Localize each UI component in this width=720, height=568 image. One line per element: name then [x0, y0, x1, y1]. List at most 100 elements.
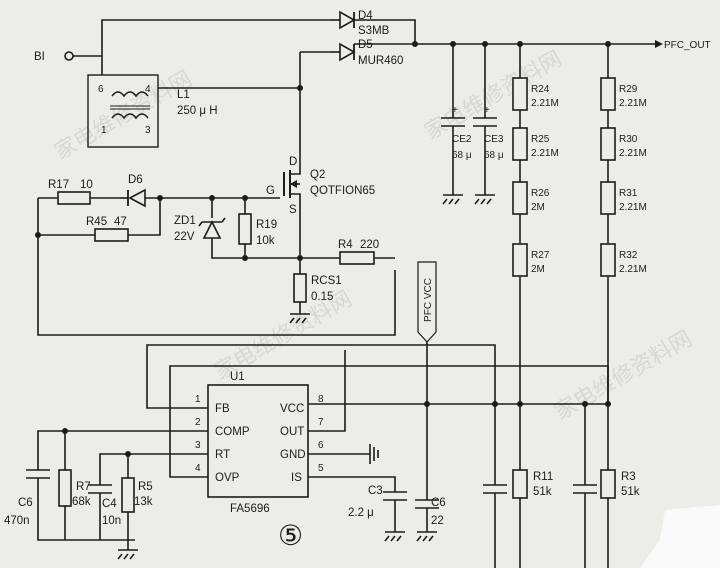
r5-value: 13k	[134, 496, 153, 508]
resistor-r45: R45 47	[86, 216, 129, 242]
capacitor-c4: C4 10n	[88, 484, 121, 540]
bi-label: BI	[34, 51, 45, 63]
resistor-r31: R31 2.21M	[600, 181, 647, 215]
inductor-l1: 6 4 1 3 L1 250 μ H	[87, 74, 218, 148]
u1-pin-ovp: OVP	[215, 472, 240, 484]
r31-value: 2.21M	[619, 202, 647, 213]
capacitor-ce2: + CE2 68 μ	[441, 44, 472, 205]
capacitor-c6-right: C6 22	[415, 497, 446, 542]
wire-out-pin	[308, 350, 346, 432]
bi-terminal: BI	[34, 51, 74, 63]
u1-pinnum-1: 1	[195, 394, 201, 405]
r32-value: 2.21M	[619, 264, 647, 275]
r26-ref: R26	[531, 188, 550, 199]
zener-zd1: ZD1 22V	[174, 215, 226, 243]
resistor-r3: R3 51k	[600, 469, 640, 499]
diode-d4: D4 S3MB	[330, 10, 390, 37]
capacitor-c6: C6 470n	[4, 469, 135, 541]
pfc-out-label: PFC_OUT	[664, 40, 711, 51]
resistor-r4: R4 220	[338, 239, 379, 265]
q2-pin-s: S	[289, 204, 297, 216]
wire-zd1	[211, 198, 395, 259]
u1-pinnum-7: 7	[318, 417, 324, 428]
rcs1-value: 0.15	[311, 291, 333, 303]
resistor-r11: R11 51k	[512, 469, 553, 499]
r4-ref: R4	[338, 239, 353, 251]
ce3-ref: CE3	[484, 134, 504, 145]
svg-text:+: +	[452, 105, 458, 116]
wire-is-pin	[308, 476, 396, 492]
r7-value: 68k	[72, 496, 91, 508]
c4-ref: C4	[102, 498, 117, 510]
wire-ovp	[169, 365, 609, 478]
resistor-r5: R5 13k	[117, 477, 153, 560]
r25-ref: R25	[531, 134, 550, 145]
d4-value: S3MB	[358, 25, 390, 37]
diode-d5: D5 MUR460	[330, 39, 403, 67]
r24-ref: R24	[531, 84, 550, 95]
watermark-text-1: 家电维修资料网	[51, 67, 197, 166]
u1-ref: U1	[230, 371, 245, 383]
watermark-text-2: 家电维修资料网	[421, 47, 567, 146]
resistor-r17: R17 10	[48, 179, 93, 205]
u1-pin-vcc: VCC	[280, 403, 304, 415]
u1-pinnum-2: 2	[195, 417, 201, 428]
u1-pin-comp: COMP	[215, 426, 250, 438]
q2-ref: Q2	[310, 169, 325, 181]
r45-value: 47	[114, 216, 127, 228]
resistor-r7: R7 68k	[58, 469, 91, 540]
mosfet-q2: D S G Q2 QOTFION65	[266, 150, 375, 216]
wire-comp	[37, 430, 208, 470]
wire-fb	[146, 344, 496, 409]
capacitor-ce3: + CE3 68 μ	[473, 44, 504, 205]
resistor-rcs1: RCS1 0.15	[289, 273, 342, 324]
q2-pin-g: G	[266, 185, 275, 197]
ce3-value: 68 μ	[484, 150, 504, 161]
watermark-text-4: 家电维修资料网	[551, 327, 697, 426]
c3-value: 2.2 μ	[348, 507, 374, 519]
c4-value: 10n	[102, 515, 121, 527]
u1-part: FA5696	[230, 503, 270, 515]
r32-ref: R32	[619, 250, 638, 261]
wire-r45	[38, 198, 161, 236]
r30-value: 2.21M	[619, 148, 647, 159]
r25-value: 2.21M	[531, 148, 559, 159]
r31-ref: R31	[619, 188, 638, 199]
u1-pinnum-4: 4	[195, 463, 201, 474]
c6b-value: 22	[431, 515, 444, 527]
pfc-out-arrow	[655, 40, 663, 48]
u1-pin-is: IS	[291, 472, 302, 484]
q2-value: QOTFION65	[310, 185, 375, 197]
l1-pin1: 1	[101, 125, 107, 136]
ic-u1: U1 FA5696 FB COMP RT OVP VCC OUT GND IS …	[195, 371, 324, 515]
q2-pin-d: D	[289, 156, 297, 168]
u1-pinnum-5: 5	[318, 463, 324, 474]
pfc-vcc-tag: PFC VCC	[417, 261, 437, 343]
zd1-ref: ZD1	[174, 215, 196, 227]
resistor-r24: R24 2.21M	[512, 77, 559, 111]
r29-value: 2.21M	[619, 98, 647, 109]
resistor-r32: R32 2.21M	[600, 243, 647, 277]
d4-ref: D4	[358, 10, 373, 22]
capacitor-c3: C3 2.2 μ	[348, 485, 407, 542]
r19-ref: R19	[256, 219, 277, 231]
r26-value: 2M	[531, 202, 545, 213]
svg-text:+: +	[484, 105, 490, 116]
figure-number: ⑤	[278, 519, 303, 552]
c6b-ref: C6	[431, 497, 446, 509]
l1-pin4: 4	[145, 84, 151, 95]
r11-ref: R11	[533, 471, 553, 483]
r29-ref: R29	[619, 84, 638, 95]
c6-value: 470n	[4, 515, 30, 527]
u1-pin-rt: RT	[215, 449, 230, 461]
resistor-r27: R27 2M	[512, 243, 550, 277]
r7-ref: R7	[76, 481, 91, 493]
wire-d4-out	[354, 19, 416, 44]
d5-value: MUR460	[358, 55, 403, 67]
u1-pin-out: OUT	[280, 426, 304, 438]
c6-ref: C6	[18, 497, 33, 509]
resistor-r30: R30 2.21M	[600, 127, 647, 161]
resistor-r25: R25 2.21M	[512, 127, 559, 161]
l1-pin6: 6	[98, 84, 104, 95]
wire-bottom-divider	[519, 498, 609, 568]
